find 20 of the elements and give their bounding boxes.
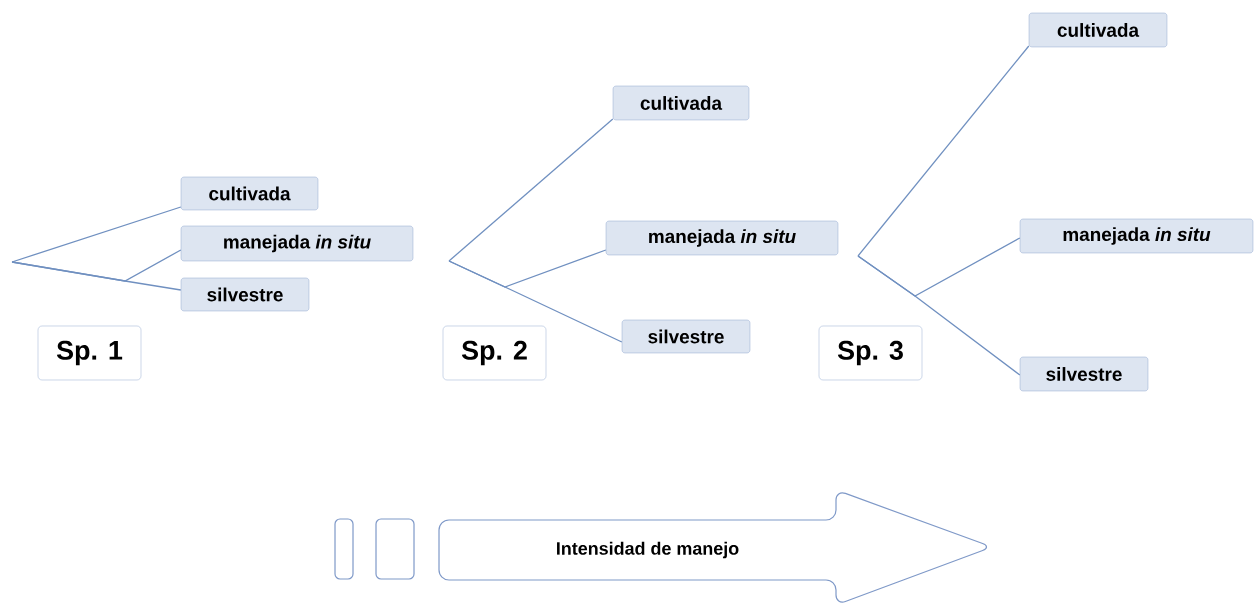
branch-line — [448, 118, 614, 262]
label-box: cultivada — [612, 85, 750, 121]
branch-line — [857, 255, 1021, 376]
branch-line — [11, 261, 182, 291]
empty-box — [334, 518, 354, 580]
label-box: silvestre — [621, 319, 751, 354]
label-box: manejada in situ — [605, 220, 839, 256]
branch-line — [11, 206, 182, 263]
label-box: silvestre — [1019, 356, 1149, 392]
branch-line — [857, 45, 1030, 257]
label-box: cultivada — [180, 176, 319, 211]
empty-box — [375, 518, 415, 580]
label-box: cultivada — [1028, 12, 1168, 48]
species-box: Sp. 3 — [818, 325, 923, 381]
label-box: manejada in situ — [1019, 218, 1254, 254]
branch-line — [448, 260, 623, 343]
species-box: Sp. 2 — [442, 325, 547, 381]
label-box: manejada in situ — [180, 225, 414, 262]
species-box: Sp. 1 — [37, 325, 142, 381]
label-box: silvestre — [180, 277, 310, 312]
